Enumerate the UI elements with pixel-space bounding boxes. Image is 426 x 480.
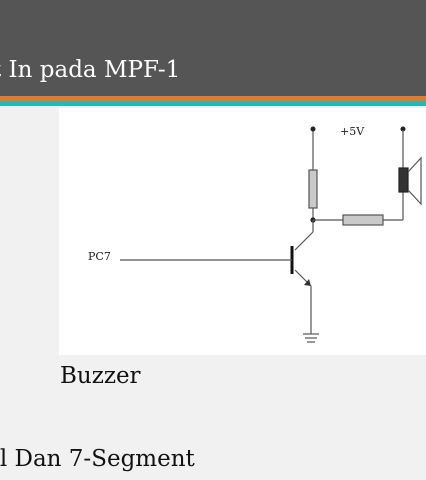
supply-node-left: [310, 126, 316, 132]
slide-title: t In pada MPF-1: [0, 57, 181, 83]
buzzer-circuit-diagram: +5V PC7: [59, 108, 426, 355]
circuit-svg: +5V PC7: [88, 125, 422, 343]
section-heading: ol Dan 7-Segment: [0, 446, 195, 472]
input-pin-label: PC7: [88, 250, 111, 263]
diagram-caption: Buzzer: [60, 363, 141, 389]
slide-header: t In pada MPF-1: [0, 0, 426, 96]
series-resistor: [342, 214, 384, 226]
buzzer-body: [398, 167, 409, 193]
collector-resistor: [308, 169, 318, 209]
accent-stripe-teal: [0, 101, 426, 106]
supply-node-right: [400, 126, 406, 132]
collector-diagonal: [294, 231, 314, 251]
buzzer-horn: [407, 156, 422, 206]
emitter-arrow: [304, 279, 311, 286]
accent-stripe-orange: [0, 96, 426, 101]
supply-voltage-label: +5V: [340, 125, 365, 138]
